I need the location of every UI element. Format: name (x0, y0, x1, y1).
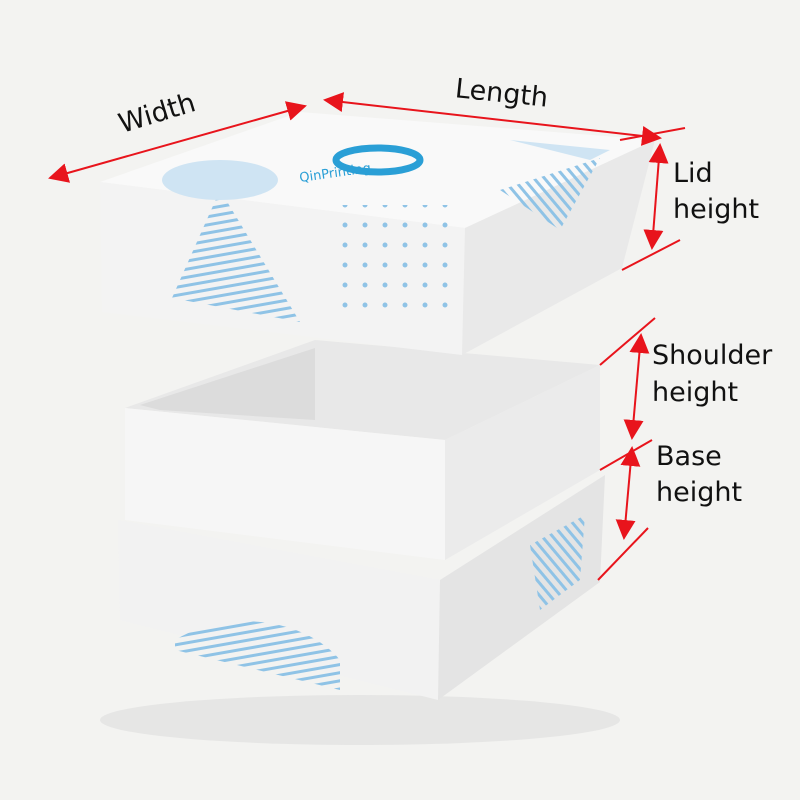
lid-height-label: height (673, 194, 760, 225)
shoulder (125, 340, 600, 560)
lid: QinPrinting (100, 112, 655, 355)
base-height-arrow (615, 446, 641, 540)
lid-height-arrow (643, 143, 669, 250)
shoulder-label: Shoulder (652, 340, 773, 371)
length-arrow (323, 92, 662, 146)
dimension-arrows (48, 92, 686, 581)
lid-label: Lid (673, 158, 713, 189)
base (118, 475, 605, 700)
width-arrow (48, 101, 307, 183)
shoulder-height-label: height (652, 377, 739, 408)
base-height-label: height (656, 477, 743, 508)
shoulder-height-arrow (623, 333, 650, 440)
base-label: Base (656, 441, 722, 472)
